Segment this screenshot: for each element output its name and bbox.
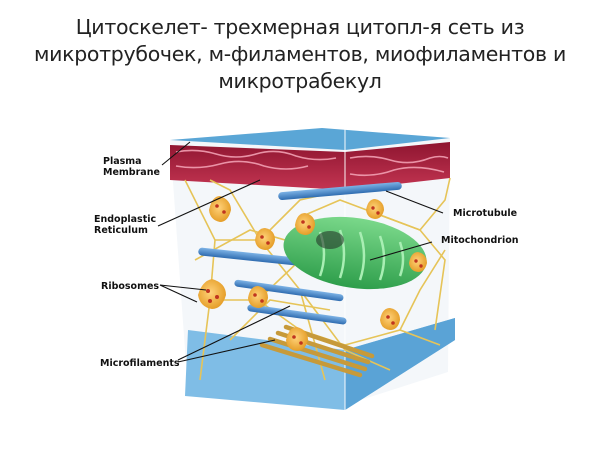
reticulum-band — [170, 142, 450, 190]
label-plasma-membrane: Plasma Membrane — [103, 156, 160, 178]
microtubule-3 — [234, 279, 344, 302]
title-line-1: Цитоскелет- трехмерная цитопл-я сеть из — [75, 15, 525, 39]
label-ribosomes: Ribosomes — [101, 281, 160, 292]
leader-lines — [157, 141, 444, 363]
title-line-3: микротрабекул — [218, 69, 382, 93]
label-mitochondrion: Mitochondrion — [441, 235, 519, 246]
label-microtubule: Microtubule — [453, 208, 518, 219]
microtubules — [198, 181, 402, 325]
top-membrane — [170, 128, 450, 150]
microtubule-1 — [278, 181, 402, 201]
mitochondrion-shape — [283, 216, 427, 290]
label-endoplastic-reticulum: Endoplastic Reticulum — [94, 214, 157, 236]
ribosome-cells — [198, 196, 427, 351]
microtubule-4 — [247, 304, 347, 325]
slide-title: Цитоскелет- трехмерная цитопл-я сеть из … — [0, 14, 600, 95]
label-microfilaments: Microfilaments — [100, 358, 180, 369]
title-line-2: микротрубочек, м-филаментов, миофиламент… — [33, 42, 567, 66]
microtubule-2 — [198, 247, 308, 267]
